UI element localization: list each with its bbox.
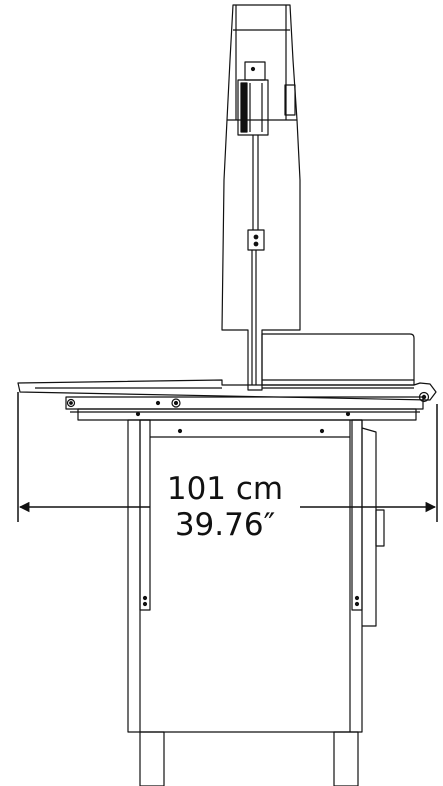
legs <box>139 731 359 786</box>
blade-guard <box>247 229 265 385</box>
dimension-imperial-label: 39.76″ <box>175 507 275 543</box>
base-cabinet <box>127 419 363 733</box>
table-frame <box>77 408 417 421</box>
table-top <box>17 379 437 401</box>
dimension-metric-label: 101 cm <box>167 471 283 507</box>
blade-guide-block <box>237 61 269 230</box>
fence-box <box>261 333 415 386</box>
side-panel <box>361 427 385 627</box>
